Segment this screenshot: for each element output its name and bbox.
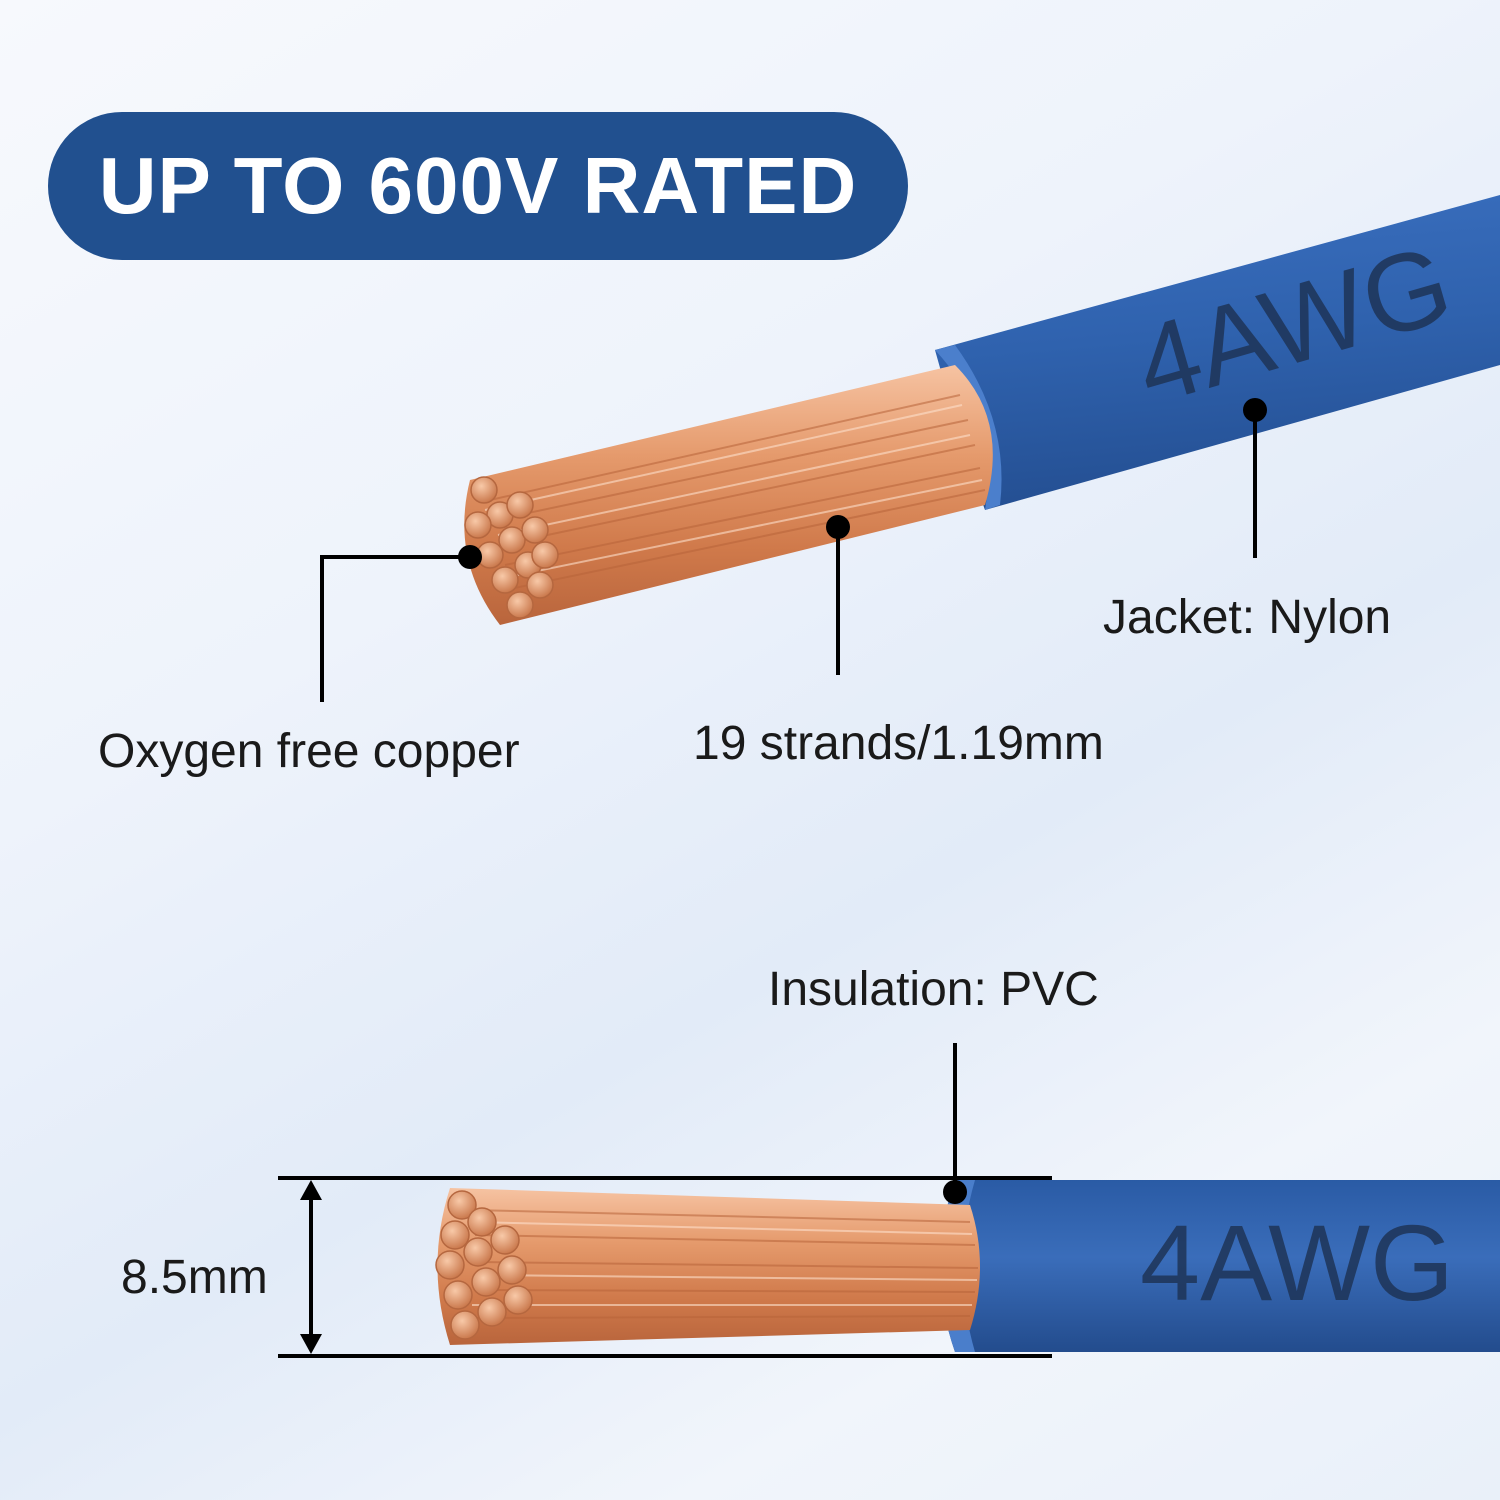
- top-wire: 4AWG: [464, 195, 1500, 625]
- top-wire-strand-ends: [464, 476, 559, 619]
- top-wire-jacket: [935, 195, 1500, 510]
- leader-copper: [320, 555, 470, 702]
- label-copper: Oxygen free copper: [98, 725, 520, 778]
- dot-jacket: [1243, 398, 1267, 422]
- label-strands: 19 strands/1.19mm: [693, 717, 1104, 770]
- callout-leaders: [278, 410, 1257, 1358]
- bottom-wire-marking: 4AWG: [1140, 1202, 1454, 1323]
- dot-insulation: [943, 1180, 967, 1204]
- top-wire-copper: [464, 365, 993, 625]
- diameter-arrow-up: [300, 1180, 322, 1200]
- label-insulation: Insulation: PVC: [768, 963, 1099, 1016]
- voltage-badge-text: UP TO 600V RATED: [98, 141, 858, 230]
- bottom-wire-jacket: [940, 1180, 1500, 1352]
- dot-copper: [458, 545, 482, 569]
- bottom-wire-strand-ends: [435, 1190, 533, 1340]
- bottom-wire: 4AWG: [435, 1180, 1500, 1352]
- label-jacket: Jacket: Nylon: [1103, 591, 1392, 644]
- label-diameter: 8.5mm: [121, 1251, 268, 1304]
- voltage-badge: UP TO 600V RATED: [48, 112, 908, 260]
- dot-strands: [826, 515, 850, 539]
- diameter-arrow-down: [300, 1334, 322, 1354]
- callout-dots: [300, 398, 1267, 1354]
